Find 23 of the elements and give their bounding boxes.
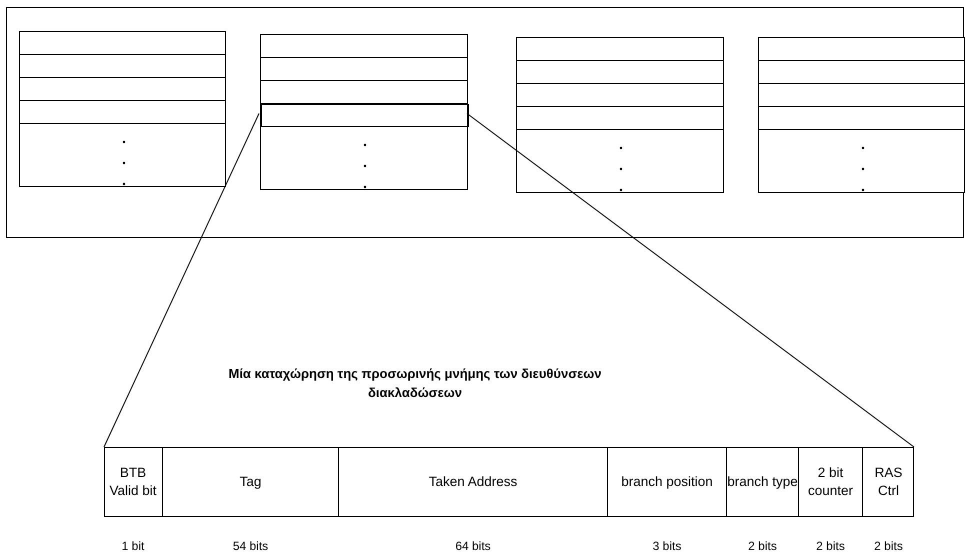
entry-table [516,37,724,193]
record-heading: Μία καταχώρηση της προσωρινής μνήμης των διευθύνσεων διακλαδώσεων [227,365,602,402]
field-name: Tag [240,473,262,491]
leader-line [466,113,914,448]
field-name: BTB Valid bit [108,464,158,500]
bit-width: 54 bits [232,539,268,553]
entry-table [758,37,965,193]
field-name: RAS Ctrl [874,464,904,500]
field-name: Taken Address [428,473,518,491]
bit-width: 2 bits [874,539,903,553]
field-name: branch position [621,473,713,491]
field-name: 2 bit counter [806,464,854,500]
bit-width: 1 bit [122,539,144,553]
entry-table [260,34,468,190]
bit-width: 3 bits [652,539,682,553]
field-name: branch type [727,473,798,491]
bit-width: 2 bits [748,539,777,553]
table-row [261,104,469,127]
bit-width: 2 bits [816,539,845,553]
leader-line [104,113,260,448]
entry-table [19,31,226,187]
bit-width: 64 bits [455,539,491,553]
memory-frame [6,7,964,238]
